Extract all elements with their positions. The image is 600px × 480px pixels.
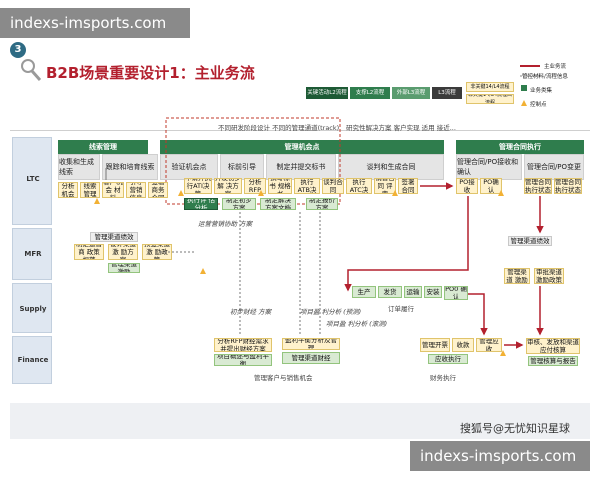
lane-finance bbox=[12, 336, 52, 384]
chevron-bid: 制定并提交标书 bbox=[266, 154, 336, 180]
fin-receivable-exec: 应收执行 bbox=[428, 354, 468, 364]
ltc-task-17: 管理合同 执行状态 bbox=[524, 178, 552, 194]
ltc-task-8: 分析 RFP bbox=[244, 178, 266, 194]
chevron-negotiate: 谈判和生成合同 bbox=[338, 154, 444, 180]
legend-mgmt-flow: 管控材料/流程信息 bbox=[522, 74, 568, 80]
ltc-task-11: 谈判合同 bbox=[322, 178, 344, 194]
legend-control-point: 控制点 bbox=[530, 102, 547, 108]
ltc-task-18: 管理合同 执行状态 bbox=[554, 178, 582, 194]
ltc-task-15: PO接收 bbox=[456, 178, 478, 194]
fin-task-3: 项目概述与盈利平衡 bbox=[214, 354, 272, 366]
legend-stage-3: 外部L3流程 bbox=[392, 87, 430, 99]
lane-ltc bbox=[12, 137, 52, 225]
mfr-right-header: 管理渠道绩效 bbox=[508, 236, 552, 246]
ltc-task-4: 引导营销 信息 bbox=[126, 182, 146, 198]
ltc-task-7: 开发初步解 决方案 bbox=[214, 178, 242, 194]
chevron-collect-leads: 收集和生成线索 bbox=[58, 154, 100, 180]
ltc-task-14: 签署合同 bbox=[398, 178, 418, 194]
fin-receivable: 管理应收 bbox=[476, 338, 502, 352]
supply-install: 安装 bbox=[424, 286, 442, 298]
ltc-sub-1: 执行评 估分析 bbox=[184, 198, 218, 210]
ltc-task-5: 签署 商务合同 bbox=[148, 182, 168, 198]
note-right-top: 研究性解决方案 客户实现 适用 接近... bbox=[346, 124, 456, 132]
ltc-task-3: 客户机会 材料 bbox=[102, 182, 124, 198]
watermark-bottom: indexs-imsports.com bbox=[410, 441, 590, 471]
supply-produce: 生产 bbox=[352, 286, 376, 298]
note-solution: 初步财经 方案 bbox=[230, 308, 272, 316]
ltc-sub-2: 制定初步 方案 bbox=[222, 198, 256, 210]
mfr-task-3: 预签渠道激 励政策 bbox=[142, 244, 172, 260]
lane-label-mfr: MFR bbox=[24, 250, 42, 258]
fin-invoice: 管理开票 bbox=[420, 338, 450, 352]
lane-mfr bbox=[12, 228, 52, 280]
mfr-header: 管理渠道绩效 bbox=[90, 232, 138, 242]
fin-channel-payable: 审核、发放和渠道 应付核算 bbox=[526, 338, 580, 354]
band-lead-mgmt: 线索管理 bbox=[58, 140, 148, 154]
mfr-task-1: 制定运营商 政策规范 bbox=[74, 244, 104, 260]
lane-label-supply: Supply bbox=[19, 305, 47, 313]
ltc-task-9: 撰写标书 规格书 bbox=[268, 178, 292, 194]
ltc-task-2: 线索管理 bbox=[80, 182, 100, 198]
header-divider bbox=[10, 130, 590, 131]
footer-bar bbox=[10, 403, 590, 439]
watermark-top: indexs-imsports.com bbox=[0, 8, 190, 38]
lane-label-ltc: LTC bbox=[26, 175, 40, 183]
legend-stage-1: 关键活动L2流程 bbox=[306, 87, 348, 99]
lane-label-finance: Finance bbox=[17, 356, 49, 364]
fin-task-2: 盈利平衡分析及管理 bbox=[282, 338, 340, 350]
chevron-contract-po: 管理合同/PO接收和确认 bbox=[456, 154, 522, 180]
supply-transport: 运输 bbox=[404, 286, 422, 298]
fin-task-1: 分析RFP财经需求 并提出财经方案 bbox=[214, 338, 272, 352]
chevron-pre-bid: 标前引导 bbox=[220, 154, 264, 180]
supply-ship: 发货 bbox=[378, 286, 402, 298]
mfr-task-4: 管理渠道激励 bbox=[108, 263, 140, 273]
page-title: B2B场景重要设计1：主业务流 bbox=[46, 64, 255, 82]
lane-supply bbox=[12, 283, 52, 333]
mfr-task-2: 设计渠道激 励方案 bbox=[108, 244, 138, 260]
chevron-validate-opp: 验证机会点 bbox=[160, 154, 218, 180]
chevron-track-leads: 跟踪和培育线索 bbox=[102, 154, 158, 180]
legend-note-1: 非关键14/L4流程 bbox=[466, 82, 514, 92]
ltc-sub-4: 制定报价 方案 bbox=[306, 198, 338, 210]
band-opportunity: 管理机会点 bbox=[160, 140, 444, 154]
mfr-right-task-1: 管理渠道 激励 bbox=[504, 268, 530, 284]
supply-order-fulfil: 订单履行 bbox=[388, 305, 414, 313]
legend-main-flow: 主业务流 bbox=[544, 64, 567, 70]
note-dashed-top: 不同研发阶段设计 不同的管理通道(track) bbox=[218, 124, 340, 132]
legend-business-flow: 业务类集 bbox=[530, 88, 553, 94]
fin-collect: 收款 bbox=[452, 338, 474, 352]
note-pricing-2: 项目盈 利分析 (滚测) bbox=[326, 320, 388, 328]
legend-stage-2: 支撑L2流程 bbox=[350, 87, 390, 99]
band-contract-exec: 管理合同执行 bbox=[456, 140, 584, 154]
mfr-right-task-2: 审批渠道 激励政策 bbox=[534, 268, 564, 284]
fin-exec-label: 财务执行 bbox=[430, 374, 456, 382]
supply-po-confirm: PO0 确认 bbox=[444, 286, 468, 300]
note-pricing: 项目盈 利分析 (预测) bbox=[300, 308, 362, 316]
ltc-sub-3: 制定解决 方案文档 bbox=[260, 198, 296, 210]
fin-accounting: 管理核算与报告 bbox=[528, 356, 578, 366]
legend-stage-4: L3流程 bbox=[432, 87, 462, 99]
note-offer: 运营营销协助 方案 bbox=[198, 220, 253, 228]
legend-note-2: 非关键14/L4流程口流程 bbox=[466, 94, 514, 104]
slide-number: 3 bbox=[10, 42, 26, 58]
source-signature: 搜狐号@无忧知识星球 bbox=[460, 422, 570, 435]
ltc-task-6: 申请并执 行ATI决策 bbox=[184, 178, 212, 194]
fin-label-customer: 管理客户与销售机会 bbox=[254, 374, 313, 382]
ltc-task-1: 分析机会 bbox=[58, 182, 78, 198]
fin-task-4: 管理渠道财经 bbox=[282, 352, 340, 364]
ltc-task-16: PO确认 bbox=[480, 178, 502, 194]
ltc-task-13: 销售合同 评审 bbox=[374, 178, 396, 194]
